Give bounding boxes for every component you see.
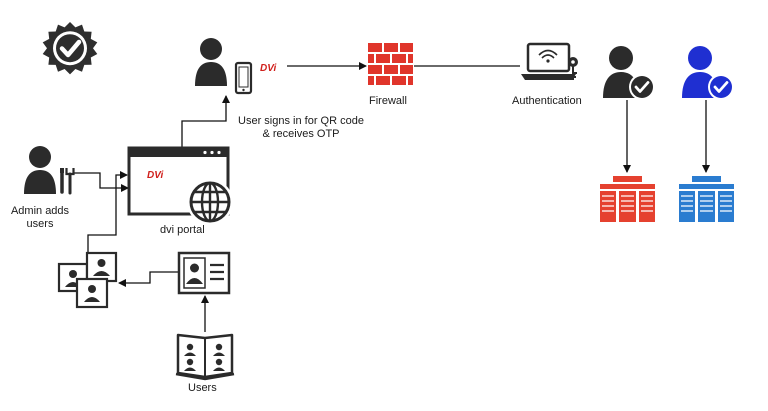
- authentication-label: Authentication: [512, 95, 582, 107]
- admin-label: Admin adds users: [10, 205, 70, 230]
- users-label: Users: [188, 382, 217, 394]
- badge-check-icon: [42, 22, 98, 75]
- photo-cards-icon: [57, 251, 118, 309]
- user-signin-label: User signs in for QR code & receives OTP: [238, 115, 364, 140]
- portal-label: dvi portal: [160, 224, 205, 236]
- firewall-label: Firewall: [369, 95, 407, 107]
- id-card-icon: [177, 251, 231, 295]
- connectors: [74, 62, 710, 332]
- server-rack-red-icon: [600, 176, 655, 222]
- admin-tools-icon: [24, 146, 75, 195]
- brand-text-portal: DVi: [147, 170, 164, 181]
- verified-user-icon: [603, 46, 655, 100]
- server-rack-blue-icon: [679, 176, 734, 222]
- arrow-admin-to-portal: [74, 172, 129, 192]
- firewall-icon: [368, 43, 413, 85]
- mobile-user-icon: [195, 38, 253, 95]
- arrow-portal-to-user: [181, 95, 230, 148]
- verified-blue-user-icon: [682, 46, 734, 100]
- arrow-photos-to-portal: [87, 171, 128, 258]
- dvi-logo-top: DVi: [260, 63, 277, 74]
- brand-text: DVi: [260, 63, 277, 74]
- globe-icon: [187, 179, 233, 225]
- laptop-key-icon: [521, 42, 578, 80]
- arrow-idcard-to-photos: [118, 271, 178, 287]
- address-book-icon: [175, 333, 235, 381]
